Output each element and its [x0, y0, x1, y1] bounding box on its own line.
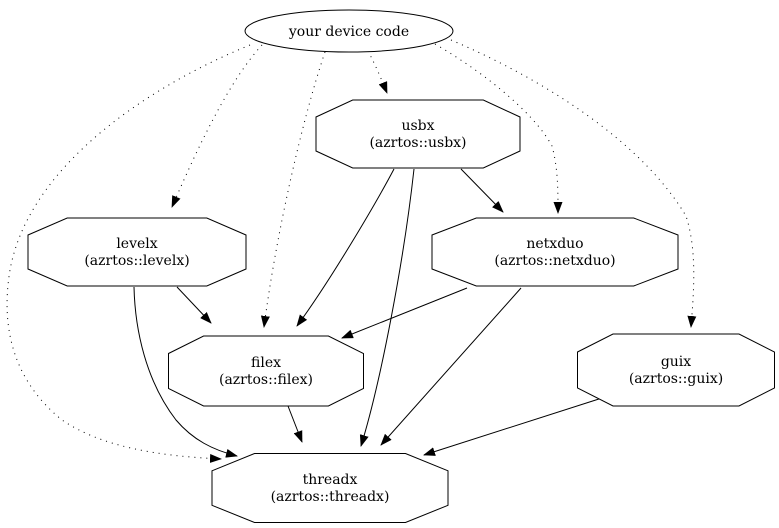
- guix-label: guix(azrtos::guix): [629, 354, 723, 387]
- device-label: your device code: [288, 24, 409, 40]
- edge-levelx-threadx: [133, 286, 238, 458]
- node-usbx: usbx(azrtos::usbx): [315, 99, 521, 169]
- node-guix: guix(azrtos::guix): [577, 333, 775, 407]
- edge-guix-threadx: [423, 397, 603, 456]
- node-filex: filex(azrtos::filex): [168, 335, 364, 407]
- node-device: your device code: [244, 9, 454, 53]
- levelx-octagon-shape: [27, 217, 247, 287]
- filex-label: filex(azrtos::filex): [219, 355, 313, 388]
- edge-netxduo-filex: [341, 287, 468, 339]
- threadx-octagon-shape: [211, 453, 449, 523]
- netxduo-label: netxduo(azrtos::netxduo): [494, 236, 615, 269]
- filex-octagon-shape: [168, 335, 364, 407]
- guix-octagon-shape: [577, 333, 775, 407]
- netxduo-octagon-shape: [431, 217, 679, 287]
- edge-device-filex: [260, 51, 326, 328]
- edge-device-usbx: [367, 50, 388, 94]
- edge-levelx-filex: [176, 286, 212, 324]
- edge-netxduo-threadx: [380, 287, 522, 446]
- usbx-octagon-shape: [315, 99, 521, 169]
- node-threadx: threadx(azrtos::threadx): [211, 453, 449, 523]
- node-netxduo: netxduo(azrtos::netxduo): [431, 217, 679, 287]
- edge-usbx-threadx: [359, 168, 415, 447]
- edge-device-levelx: [171, 44, 263, 208]
- levelx-label: levelx(azrtos::levelx): [84, 236, 189, 269]
- edge-usbx-filex: [296, 168, 395, 327]
- edge-usbx-netxduo: [460, 168, 504, 213]
- usbx-label: usbx(azrtos::usbx): [369, 118, 466, 151]
- edge-filex-threadx: [287, 405, 303, 443]
- threadx-label: threadx(azrtos::threadx): [271, 472, 390, 505]
- node-levelx: levelx(azrtos::levelx): [27, 217, 247, 287]
- device-ellipse-shape: [244, 9, 454, 53]
